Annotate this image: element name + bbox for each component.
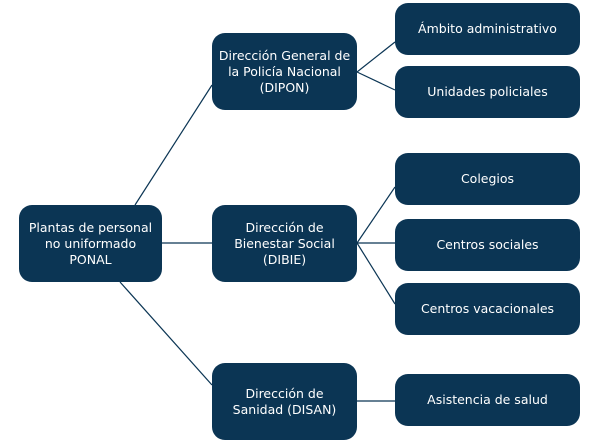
node-root-plantas-personal: Plantas de personal no uniformado PONAL bbox=[19, 205, 162, 282]
node-unidades-policiales: Unidades policiales bbox=[395, 66, 580, 118]
node-centros-sociales: Centros sociales bbox=[395, 219, 580, 271]
node-dibie: Dirección de Bienestar Social (DIBIE) bbox=[212, 205, 357, 282]
node-asistencia-de-salud: Asistencia de salud bbox=[395, 374, 580, 426]
connector-dibie-centros-vacacionales bbox=[356, 242, 396, 305]
connector-dipon-ambito bbox=[356, 41, 396, 73]
node-colegios: Colegios bbox=[395, 153, 580, 205]
node-ambito-administrativo: Ámbito administrativo bbox=[395, 3, 580, 55]
connector-root-disan bbox=[119, 281, 213, 386]
node-dipon: Dirección General de la Policía Nacional… bbox=[212, 33, 357, 110]
connector-root-dipon bbox=[134, 84, 213, 206]
connector-dipon-unidades bbox=[356, 71, 396, 91]
node-centros-vacacionales: Centros vacacionales bbox=[395, 283, 580, 335]
node-disan: Dirección de Sanidad (DISAN) bbox=[212, 363, 357, 440]
connector-dibie-colegios bbox=[356, 186, 396, 244]
